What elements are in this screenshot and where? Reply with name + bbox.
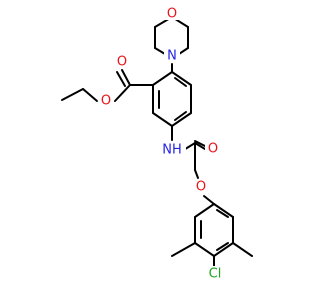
amide-linker	[171, 125, 206, 179]
morpholine-nitrogen-label: N	[167, 49, 177, 64]
amide-nh-label: NH	[162, 143, 182, 158]
morpholine-oxygen-label: O	[167, 7, 177, 22]
morpholine-ring	[154, 16, 189, 73]
ether-oxygen-label: O	[196, 180, 206, 195]
atom-labels: N O O O NH O O Cl	[98, 6, 227, 282]
chlorine-label: Cl	[209, 267, 222, 282]
amide-oxygen-label: O	[208, 142, 218, 157]
molecule-diagram: N O O O NH O O Cl	[61, 6, 253, 282]
ester-carbonyl-oxygen-label: O	[117, 55, 127, 70]
dimethyl-chlorophenyl-ring	[171, 195, 253, 267]
central-benzene-ring	[152, 71, 192, 127]
ester-oxygen-label: O	[101, 94, 111, 109]
ethyl-ester-group	[61, 69, 154, 102]
